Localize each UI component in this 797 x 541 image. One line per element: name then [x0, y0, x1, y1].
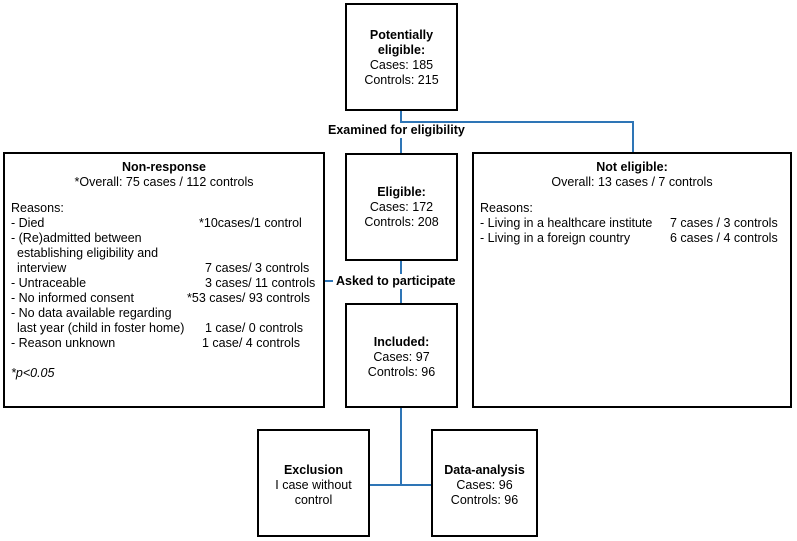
reason-value: 3 cases/ 11 controls — [205, 276, 316, 290]
reason-label: - Reason unknown — [11, 336, 116, 350]
reason-item: - No informed consent *53 cases/ 93 cont… — [11, 291, 323, 306]
reason-label: - No informed consent — [11, 291, 134, 305]
potentially-eligible-cases: Cases: 185 — [369, 58, 434, 72]
data-analysis-cases: Cases: 96 — [456, 478, 513, 492]
asked-to-participate-label: Asked to participate — [333, 274, 459, 289]
reason-value: *10cases/1 control — [199, 216, 302, 230]
not-eligible-box: Not eligible: Overall: 13 cases / 7 cont… — [472, 152, 792, 408]
non-response-reasons-list: - Died *10cases/1 control - (Re)admitted… — [11, 216, 323, 351]
exclusion-box: Exclusion I case without control — [257, 429, 370, 537]
reason-item: - Died *10cases/1 control — [11, 216, 323, 231]
reason-label: - No data available regarding — [11, 306, 172, 320]
potentially-eligible-title-line1: Potentially — [369, 28, 434, 42]
potentially-eligible-box: Potentially eligible: Cases: 185 Control… — [345, 3, 458, 111]
eligible-box: Eligible: Cases: 172 Controls: 208 — [345, 153, 458, 261]
not-eligible-overall: Overall: 13 cases / 7 controls — [551, 175, 713, 189]
potentially-eligible-controls: Controls: 215 — [364, 73, 439, 87]
eligible-controls: Controls: 208 — [364, 215, 439, 229]
reason-value: *53 cases/ 93 controls — [187, 291, 310, 305]
exclusion-title: Exclusion — [283, 463, 344, 477]
reason-value: 7 cases/ 3 controls — [205, 261, 310, 275]
reason-item: - Living in a healthcare institute 7 cas… — [480, 216, 790, 231]
data-analysis-box: Data-analysis Cases: 96 Controls: 96 — [431, 429, 538, 537]
connector-right-vertical — [632, 121, 634, 153]
examined-for-eligibility-label: Examined for eligibility — [325, 123, 468, 138]
reason-label: establishing eligibility and — [17, 246, 159, 260]
reason-item: - Reason unknown 1 case/ 4 controls — [11, 336, 323, 351]
potentially-eligible-title-line2: eligible: — [377, 43, 426, 57]
reason-label: - Living in a foreign country — [480, 231, 631, 245]
reason-label: - Living in a healthcare institute — [480, 216, 653, 230]
non-response-box: Non-response *Overall: 75 cases / 112 co… — [3, 152, 325, 408]
included-controls: Controls: 96 — [367, 365, 436, 379]
non-response-overall: *Overall: 75 cases / 112 controls — [74, 175, 254, 189]
reason-label: - (Re)admitted between — [11, 231, 142, 245]
eligible-title: Eligible: — [377, 185, 426, 199]
not-eligible-title: Not eligible: — [596, 160, 668, 174]
reason-value: 7 cases / 3 controls — [670, 216, 778, 230]
reason-label: - Untraceable — [11, 276, 87, 290]
non-response-title: Non-response — [121, 160, 207, 174]
reason-item: - Untraceable 3 cases/ 11 controls — [11, 276, 323, 291]
reason-label: last year (child in foster home) — [17, 321, 185, 335]
data-analysis-title: Data-analysis — [444, 463, 525, 477]
included-title: Included: — [373, 335, 430, 349]
exclusion-line1: I case without — [275, 478, 352, 492]
included-box: Included: Cases: 97 Controls: 96 — [345, 303, 458, 408]
connector-right-horizontal — [400, 121, 634, 123]
reason-label: - Died — [11, 216, 45, 230]
reason-value: 1 case/ 4 controls — [202, 336, 300, 350]
reason-label: interview — [17, 261, 67, 275]
included-cases: Cases: 97 — [373, 350, 430, 364]
reason-item: - Living in a foreign country 6 cases / … — [480, 231, 790, 246]
exclusion-line2: control — [294, 493, 333, 507]
eligible-cases: Cases: 172 — [369, 200, 434, 214]
reason-item: - No data available regarding last year … — [11, 306, 323, 336]
reason-item: - (Re)admitted between establishing elig… — [11, 231, 323, 276]
non-response-reasons-heading: Reasons: — [11, 201, 64, 215]
reason-value: 1 case/ 0 controls — [205, 321, 303, 335]
data-analysis-controls: Controls: 96 — [450, 493, 519, 507]
not-eligible-reasons-heading: Reasons: — [480, 201, 533, 215]
reason-value: 6 cases / 4 controls — [670, 231, 778, 245]
significance-note: *p<0.05 — [11, 366, 55, 380]
connector-bottom-horizontal — [345, 484, 432, 486]
connector-bottom-vertical — [400, 407, 402, 485]
